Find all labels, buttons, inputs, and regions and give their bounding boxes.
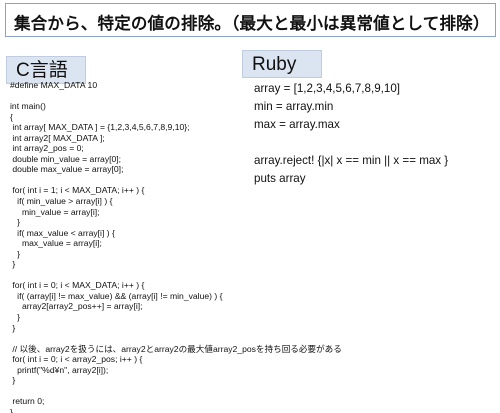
c-code-line: int array2[ MAX_DATA ]; [10, 132, 105, 143]
ruby-code-line: min = array.min [254, 100, 334, 113]
c-code-line: int array2_pos = 0; [10, 143, 84, 154]
ruby-code-line: max = array.max [254, 118, 340, 131]
c-code-line [10, 386, 250, 397]
c-code-line: } [10, 259, 16, 270]
c-code-line: } [10, 406, 13, 413]
c-code-line: return 0; [10, 396, 45, 407]
c-code-line: if( max_value < array[i] ) { [10, 227, 115, 238]
c-code-line: if( min_value > array[i] ) { [10, 196, 113, 207]
c-language-label: C言語 [6, 56, 86, 84]
title-box: 集合から、特定の値の排除。（最大と最小は異常値として排除） [5, 3, 496, 37]
c-code-line: for( int i = 0; i < MAX_DATA; i++ ) { [10, 280, 145, 291]
c-code-line: min_value = array[i]; [10, 206, 100, 217]
c-code-line [10, 333, 250, 344]
c-code-line: } [10, 217, 21, 228]
c-code-line: for( int i = 0; i < array2_pos; i++ ) { [10, 354, 143, 365]
c-code-line: int main() [10, 101, 46, 112]
c-code-line: if( (array[i] != max_value) && (array[i]… [10, 290, 223, 301]
ruby-code-line: puts array [254, 172, 306, 185]
c-code-line: #define MAX_DATA 10 [10, 80, 98, 90]
slide-title: 集合から、特定の値の排除。（最大と最小は異常値として排除） [14, 14, 490, 33]
c-code-line: double max_value = array[0]; [10, 164, 124, 175]
ruby-code-line [254, 134, 494, 152]
ruby-code-line: array = [1,2,3,4,5,6,7,8,9,10] [254, 82, 400, 95]
c-code-block: #define MAX_DATA 10 int main(){ int array… [10, 80, 342, 413]
c-code-line: } [10, 375, 16, 386]
ruby-label: Ruby [242, 50, 322, 78]
ruby-code-line: array.reject! {|x| x == min || x == max … [254, 154, 449, 167]
c-code-line: } [10, 312, 21, 323]
c-code-line: } [10, 248, 21, 259]
c-code-line: printf("%d¥n", array2[i]); [10, 364, 109, 375]
c-code-line: int array[ MAX_DATA ] = {1,2,3,4,5,6,7,8… [10, 122, 190, 133]
c-code-line [10, 270, 250, 281]
c-code-line: { [10, 111, 13, 122]
c-code-line: max_value = array[i]; [10, 238, 102, 249]
c-code-line: array2[array2_pos++] = array[i]; [10, 301, 143, 312]
c-code-line: double min_value = array[0]; [10, 153, 122, 164]
ruby-code-block: array = [1,2,3,4,5,6,7,8,9,10] min = arra… [254, 80, 494, 188]
c-code-line: } [10, 322, 16, 333]
c-code-line: for( int i = 1; i < MAX_DATA; i++ ) { [10, 185, 145, 196]
c-code-line [10, 175, 250, 186]
c-code-line [10, 91, 250, 102]
c-code-line: // 以後、array2を扱うには、array2とarray2の最大値array… [10, 343, 342, 354]
